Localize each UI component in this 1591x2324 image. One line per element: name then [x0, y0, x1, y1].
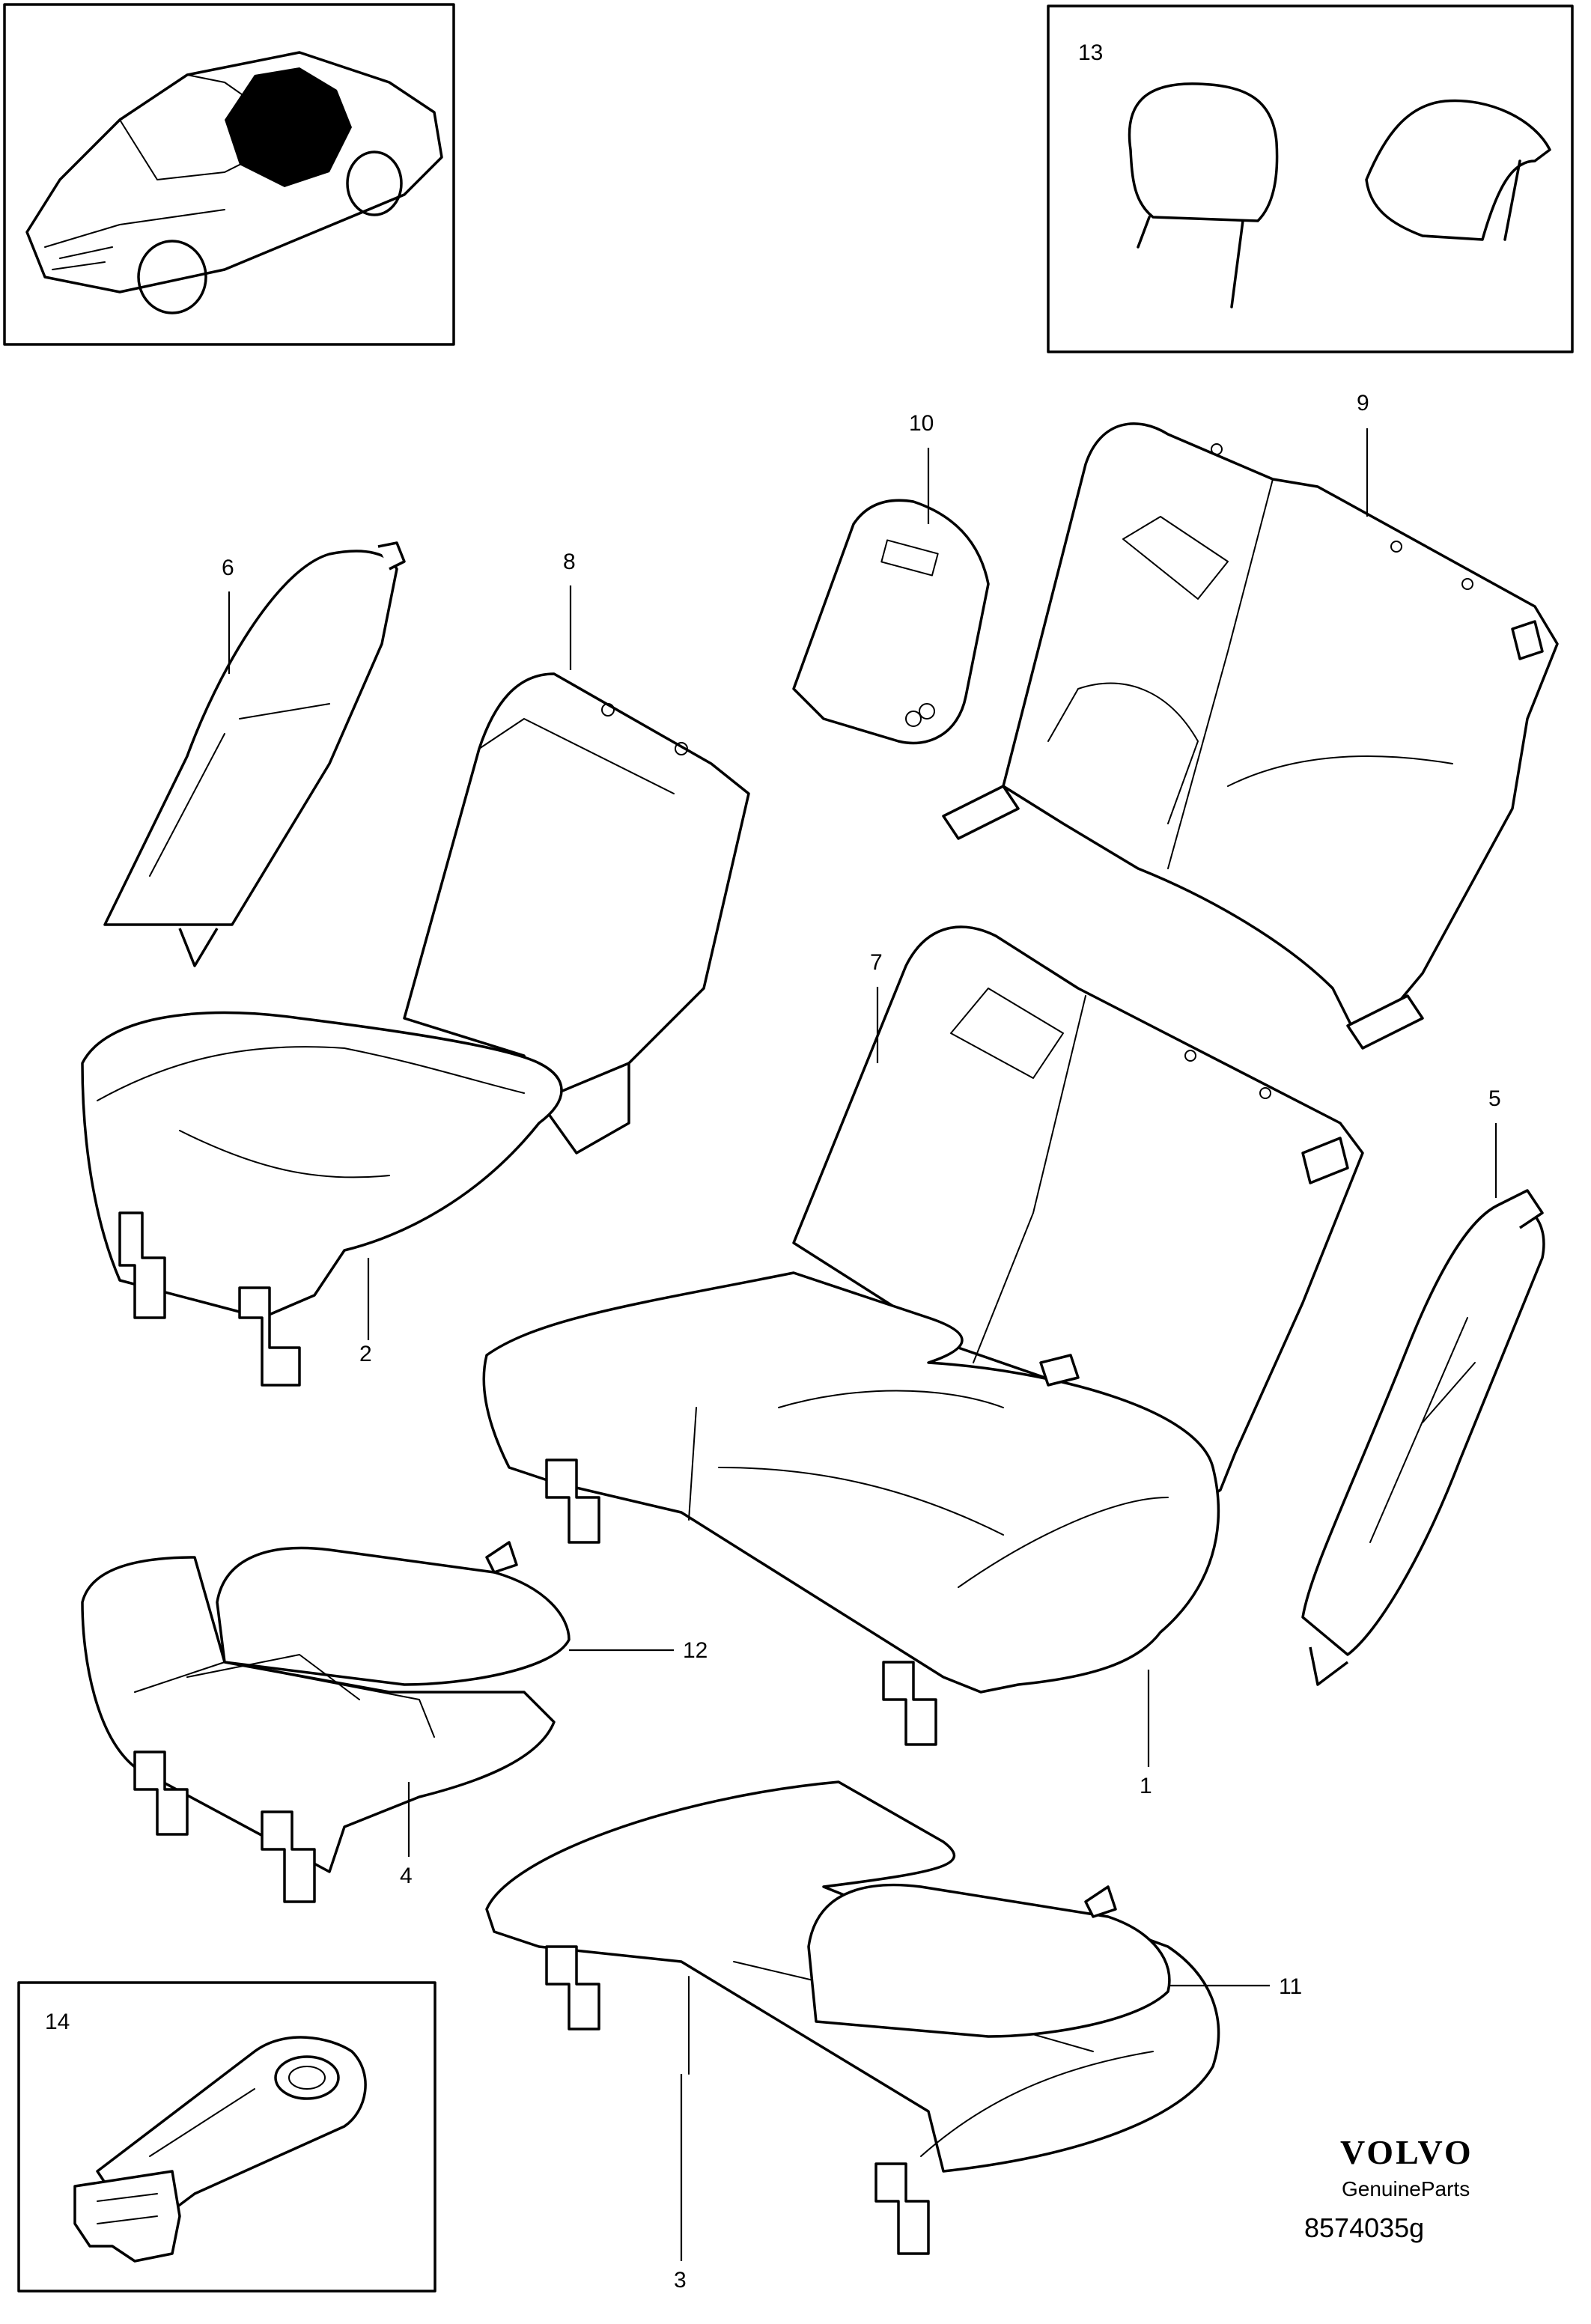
car-locator-inset	[3, 3, 455, 346]
headrest-13a	[1128, 82, 1279, 308]
clip-inset: 14	[17, 1981, 436, 2293]
callout-4: 4	[400, 1864, 413, 1888]
callout-3: 3	[674, 2268, 687, 2293]
part-7-split-backrest	[792, 925, 1364, 1506]
callout-10: 10	[909, 411, 934, 436]
callout-8: 8	[563, 550, 576, 574]
callout-11: 11	[1279, 1974, 1302, 1999]
callout-14: 14	[45, 2010, 70, 2034]
headrest-13b	[1365, 99, 1551, 241]
seat-highlight	[225, 67, 352, 187]
callout-5: 5	[1488, 1086, 1501, 1111]
headrest-inset: 13	[1047, 4, 1574, 353]
part-1-rear-cushion	[482, 1271, 1220, 1746]
part-5-side-trim	[1301, 1189, 1545, 1686]
callout-7: 7	[870, 950, 883, 975]
clip-part	[73, 2036, 367, 2263]
callout-13: 13	[1078, 40, 1103, 65]
diagram-code: 8574035g	[1304, 2212, 1424, 2243]
part-8-backrest	[403, 672, 750, 1155]
car-outline	[25, 51, 443, 314]
part-6-side-trim	[103, 541, 406, 967]
brand-logo: VOLVO	[1340, 2133, 1473, 2171]
callout-2: 2	[359, 1342, 372, 1366]
callout-9: 9	[1357, 391, 1369, 416]
callout-6: 6	[222, 556, 234, 580]
part-9-rear-backrest	[942, 422, 1559, 1050]
part-4-cushion-base	[81, 1556, 556, 1903]
part-10-armrest	[792, 499, 990, 745]
part-12-bolster	[216, 1541, 571, 1686]
part-2-cushion	[81, 1011, 563, 1387]
callout-1: 1	[1140, 1774, 1152, 1798]
brand-subtitle: GenuineParts	[1342, 2177, 1470, 2200]
callout-12: 12	[683, 1638, 708, 1663]
part-11-armrest-bolster	[807, 1883, 1171, 2038]
